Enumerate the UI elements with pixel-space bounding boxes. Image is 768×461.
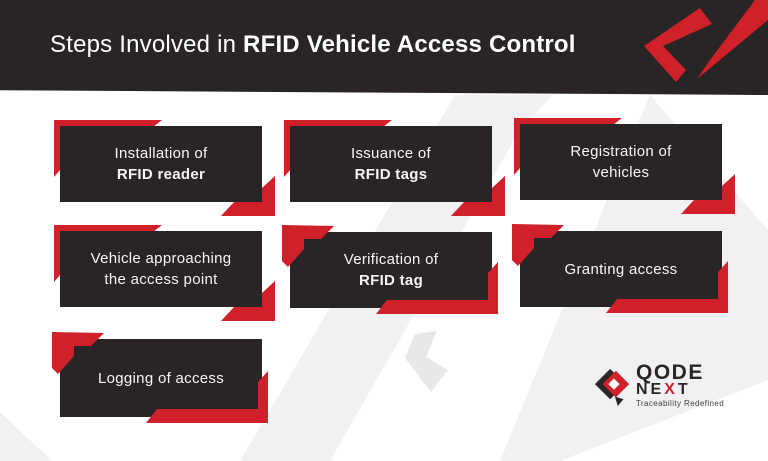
- brand-chevron-icon: [644, 0, 768, 82]
- step-label-line1: Granting access: [564, 260, 678, 278]
- page-title-regular: Steps Involved in: [50, 31, 244, 58]
- step-label-line2: RFID tags: [354, 166, 428, 183]
- logo-word-next: NEXT: [636, 382, 691, 398]
- step-card-body: Vehicle approaching the access point: [60, 231, 262, 307]
- logo-word-next-pre: NE: [636, 381, 665, 398]
- corner-accent-bottom-right-icon: [221, 281, 275, 321]
- step-label-line1: Vehicle approaching: [90, 250, 232, 267]
- logo-tagline: Traceability Redefined: [636, 399, 725, 408]
- step-label-line1: Verification of: [343, 251, 439, 268]
- logo-word-next-x: X: [664, 381, 678, 398]
- corner-accent-top-left-icon: [284, 120, 392, 177]
- corner-accent-top-left-icon: [54, 120, 162, 177]
- step-card-logging-access: Logging of access: [52, 332, 268, 423]
- step-card-body: Issuance of RFID tags: [290, 126, 492, 202]
- step-card-installation-rfid-reader: Installation of RFID reader: [54, 120, 275, 216]
- corner-accent-bottom-right-icon: [606, 261, 728, 313]
- corner-accent-bottom-right-icon: [146, 371, 268, 423]
- logo-word-next-post: T: [677, 381, 691, 398]
- step-card-body: Verification of RFID tag: [290, 232, 492, 308]
- corner-accent-top-left-icon: [52, 332, 104, 374]
- corner-accent-top-left-icon: [514, 118, 622, 175]
- corner-accent-top-left-icon: [54, 225, 162, 282]
- corner-accent-bottom-right-icon: [221, 176, 275, 216]
- step-card-body: Granting access: [520, 231, 722, 307]
- step-card-granting-access: Granting access: [512, 224, 728, 313]
- step-card-issuance-rfid-tags: Issuance of RFID tags: [284, 120, 505, 216]
- step-card-body: Installation of RFID reader: [60, 126, 262, 202]
- step-card-body: Registration of vehicles: [520, 124, 722, 200]
- step-label-line1: Logging of access: [97, 369, 224, 387]
- corner-accent-top-left-icon: [512, 224, 564, 266]
- step-card-verification-rfid-tag: Verification of RFID tag: [282, 225, 498, 314]
- corner-accent-bottom-right-icon: [681, 174, 735, 214]
- step-label-line2: RFID reader: [116, 166, 206, 183]
- step-label-line1: Issuance of: [350, 145, 431, 162]
- corner-accent-top-left-icon: [282, 225, 334, 267]
- header-banner: Steps Involved in RFID Vehicle Access Co…: [0, 0, 768, 95]
- step-label-line2: RFID tag: [358, 272, 424, 289]
- page-title-bold: RFID Vehicle Access Control: [243, 31, 576, 58]
- qodenext-diamond-icon: [594, 368, 630, 406]
- corner-accent-bottom-right-icon: [376, 262, 498, 314]
- step-label-line2: the access point: [104, 271, 218, 288]
- step-label-line2: vehicles: [592, 164, 650, 181]
- step-card-body: Logging of access: [60, 339, 262, 417]
- corner-accent-bottom-right-icon: [451, 176, 505, 216]
- step-card-vehicle-approaching: Vehicle approaching the access point: [54, 225, 275, 321]
- qodenext-wordmark: QODE NEXT Traceability Redefined: [636, 361, 725, 409]
- page-title: Steps Involved in RFID Vehicle Access Co…: [50, 31, 576, 59]
- step-card-registration-vehicles: Registration of vehicles: [514, 118, 735, 214]
- step-label-line1: Installation of: [114, 145, 208, 162]
- step-label-line1: Registration of: [570, 143, 672, 160]
- qodenext-logo: QODE NEXT Traceability Redefined: [594, 356, 744, 416]
- logo-word-qode: QODE: [636, 361, 704, 384]
